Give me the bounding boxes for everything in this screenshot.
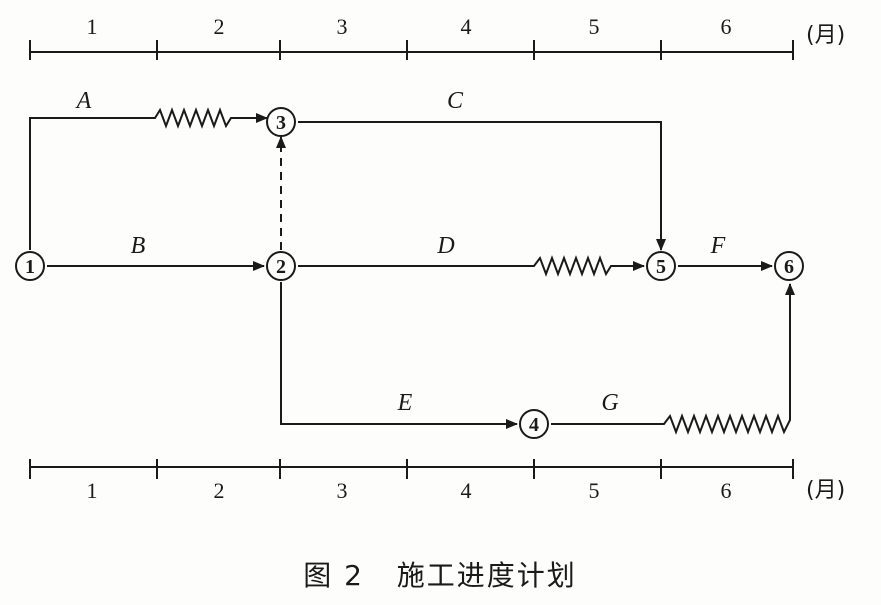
activity-b-label: B xyxy=(131,233,146,259)
node-4-label: 4 xyxy=(529,414,539,436)
node-2-label: 2 xyxy=(276,256,286,278)
top-scale-labels: 1 2 3 4 5 6 (月) xyxy=(87,14,846,48)
node-4: 4 xyxy=(519,409,549,439)
activity-f-label: F xyxy=(710,233,726,259)
top-month-label: 3 xyxy=(337,14,348,39)
activity-a-label: A xyxy=(75,88,92,114)
activity-c-label: C xyxy=(447,88,464,114)
activity-e-arrow xyxy=(280,282,518,429)
activity-d-label: D xyxy=(436,233,454,259)
top-month-label: 2 xyxy=(214,14,225,39)
activity-d-arrow xyxy=(298,255,645,277)
node-6-label: 6 xyxy=(784,256,794,278)
node-1: 1 xyxy=(15,251,45,281)
node-5-label: 5 xyxy=(656,256,666,278)
top-month-label: 4 xyxy=(461,14,472,39)
node-3: 3 xyxy=(266,107,296,137)
figure-caption: 图 2 施工进度计划 xyxy=(303,559,576,592)
top-unit-label: (月) xyxy=(806,23,845,48)
bottom-time-scale xyxy=(29,459,794,479)
bottom-month-label: 2 xyxy=(214,478,225,503)
node-6-circle xyxy=(774,251,804,281)
top-month-label: 1 xyxy=(87,14,98,39)
top-month-label: 5 xyxy=(589,14,600,39)
activity-g-label: G xyxy=(601,390,618,416)
top-month-label: 6 xyxy=(721,14,732,39)
bottom-month-label: 6 xyxy=(721,478,732,503)
node-6: 6 xyxy=(774,251,804,281)
top-time-scale xyxy=(29,40,794,60)
node-3-circle xyxy=(266,107,296,137)
bottom-month-label: 5 xyxy=(589,478,600,503)
activity-c-arrow xyxy=(298,121,666,251)
node-2: 2 xyxy=(266,251,296,281)
node-4-circle xyxy=(519,409,549,439)
activity-g-arrow xyxy=(551,283,795,435)
node-5: 5 xyxy=(646,251,676,281)
activity-e-label: E xyxy=(397,390,413,416)
node-3-label: 3 xyxy=(276,112,286,134)
node-2-circle xyxy=(266,251,296,281)
node-5-circle xyxy=(646,251,676,281)
bottom-month-label: 1 xyxy=(87,478,98,503)
bottom-month-label: 3 xyxy=(337,478,348,503)
node-1-label: 1 xyxy=(25,256,35,278)
activity-labels: A C B D F E G xyxy=(75,88,726,416)
node-1-circle xyxy=(15,251,45,281)
activity-a-arrow xyxy=(29,107,268,250)
bottom-scale-labels: 1 2 3 4 5 6 (月) xyxy=(87,478,846,503)
bottom-month-label: 4 xyxy=(461,478,472,503)
bottom-unit-label: (月) xyxy=(806,478,845,503)
